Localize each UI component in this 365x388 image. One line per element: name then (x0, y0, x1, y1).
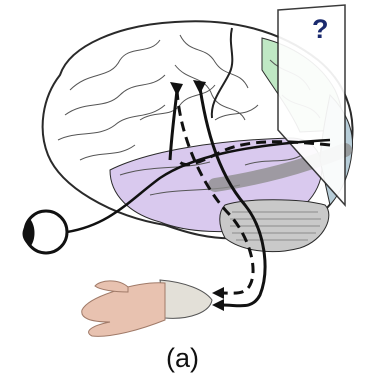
eye-icon (23, 211, 68, 253)
sleeve (160, 280, 212, 318)
figure-caption: (a) (0, 343, 365, 374)
arrow-left-hand (212, 299, 224, 311)
arrow-left-hand-2 (212, 287, 224, 299)
cerebellum (220, 200, 329, 252)
hand-icon (82, 280, 212, 336)
thumb (95, 281, 128, 292)
question-mark: ? (312, 14, 329, 44)
